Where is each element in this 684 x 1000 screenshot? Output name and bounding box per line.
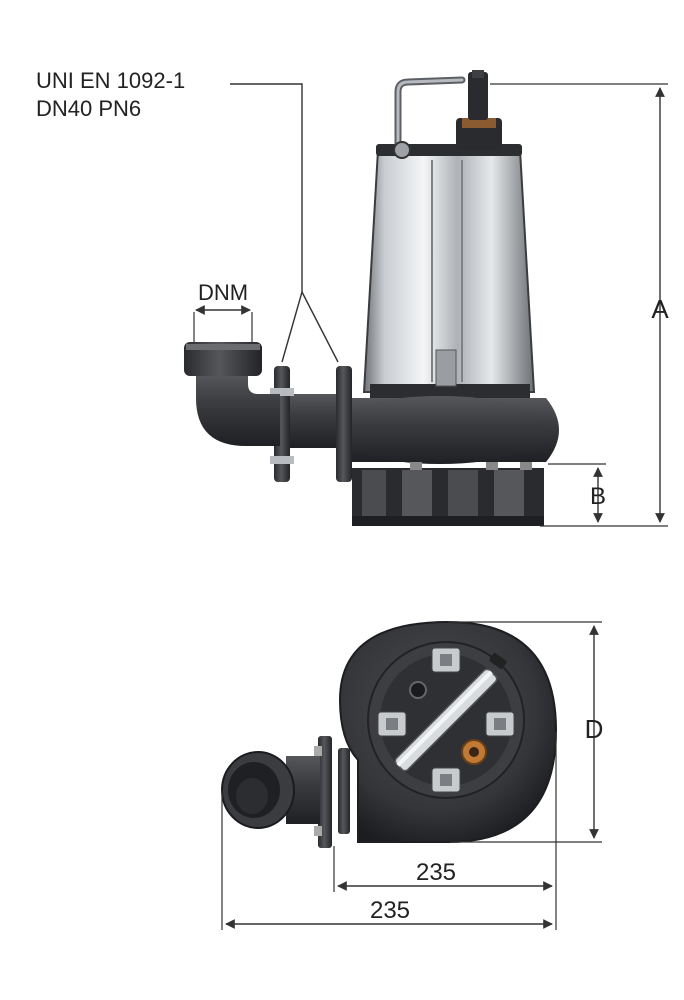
flange-top-1 [318,736,332,848]
standard-label-line2: DN40 PN6 [36,96,141,121]
dimension-d-label: D [585,714,604,744]
width-inner-label: 235 [416,859,456,886]
top-dimensions [221,621,602,930]
standard-label-line1: UNI EN 1092-1 [36,68,185,93]
dimension-b-label: B [590,483,606,510]
handle-top [394,668,498,772]
motor-housing [362,144,536,398]
pump-top-view [221,620,558,848]
dimension-a-label: A [651,294,669,324]
lifting-handle [393,76,466,159]
cable-gland [456,70,502,150]
clamps [377,647,515,793]
dnm-label: DNM [198,280,248,305]
width-outer-label: 235 [370,897,410,924]
side-dimensions [193,83,668,527]
discharge-flanges [270,366,352,482]
discharge-opening [221,751,295,829]
volute-casing [328,396,559,470]
pump-base [352,468,544,526]
discharge-elbow [184,342,280,446]
pump-side-view [184,70,559,526]
